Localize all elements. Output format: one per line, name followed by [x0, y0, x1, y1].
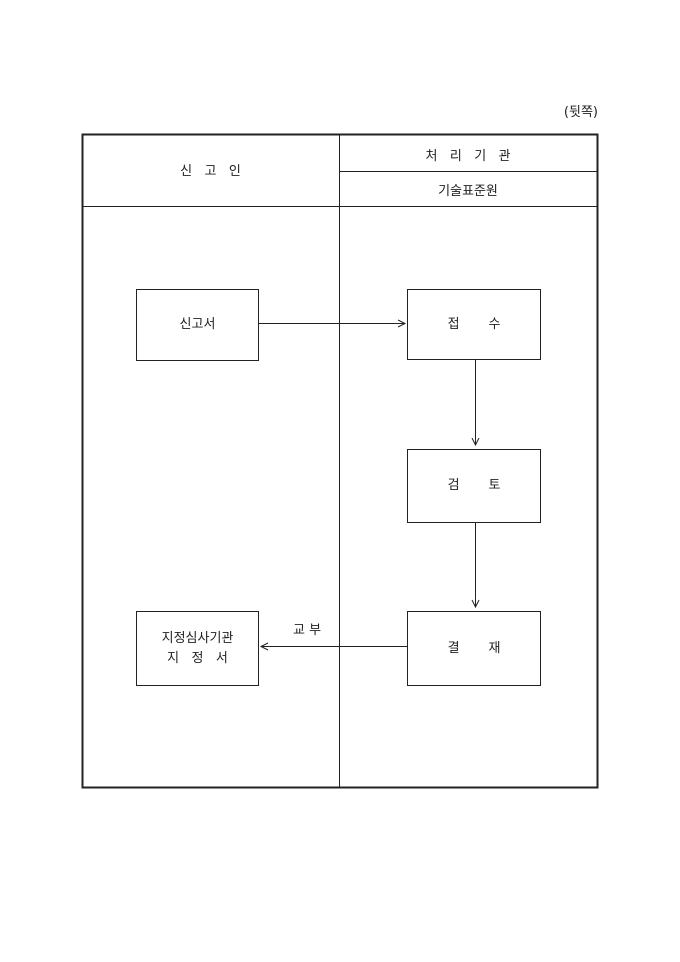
arrowhead-left — [259, 642, 269, 651]
designation-line2: 지 정 서 — [167, 650, 228, 666]
review-label: 검 토 — [447, 478, 501, 493]
receipt-box: 접 수 — [407, 289, 541, 360]
report-box: 신고서 — [136, 289, 259, 361]
review-box: 검 토 — [407, 449, 541, 523]
agency-name: 기술표준원 — [438, 184, 498, 199]
report-label: 신고서 — [179, 317, 216, 332]
designation-certificate-box: 지정심사기관 지 정 서 — [136, 611, 259, 686]
designation-line1: 지정심사기관 — [161, 630, 234, 646]
approval-box: 결 재 — [407, 611, 541, 686]
approval-label: 결 재 — [447, 640, 501, 656]
issue-label: 교 부 — [293, 623, 322, 638]
applicant-header: 신 고 인 — [180, 164, 241, 179]
receipt-label: 접 수 — [447, 316, 501, 332]
processing-agency-header: 처 리 기 관 — [425, 149, 511, 164]
arrowhead-down — [471, 599, 480, 609]
page-side-label: (뒷쪽) — [563, 105, 598, 120]
arrowhead-right — [397, 319, 407, 328]
arrowhead-down — [471, 437, 480, 447]
